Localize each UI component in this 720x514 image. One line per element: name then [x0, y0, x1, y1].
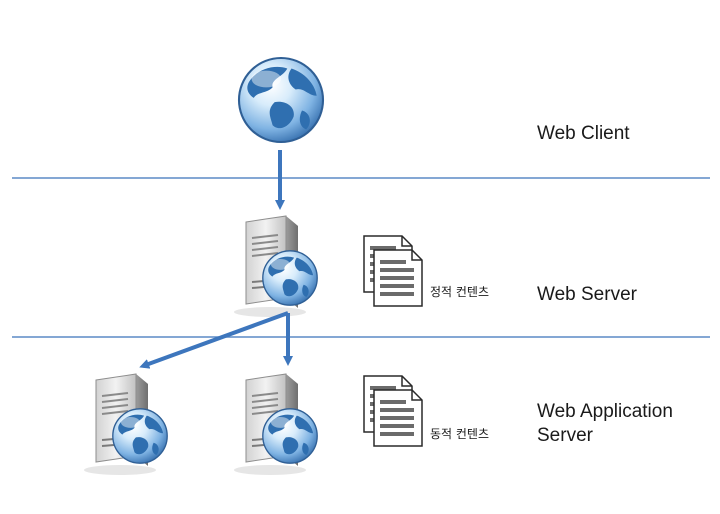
- tier-label-app-line1: Web Application: [537, 401, 673, 422]
- web-client-globe-icon: [237, 56, 325, 144]
- static-content-label: 정적 컨텐츠: [430, 285, 490, 299]
- tier-label-web-application-server: Web Application Server: [537, 400, 673, 448]
- static-content-documents-icon: [363, 235, 423, 307]
- arrow-webserver-to-app-left: [139, 311, 289, 369]
- tier-label-web-client: Web Client: [537, 123, 630, 144]
- dynamic-content-label: 동적 컨텐츠: [430, 427, 490, 441]
- tier-label-app-line2: Server: [537, 425, 593, 446]
- web-server-icon: [234, 216, 317, 317]
- tier-label-web-server: Web Server: [537, 284, 637, 305]
- app-server-left-icon: [84, 374, 167, 475]
- app-server-right-icon: [234, 374, 317, 475]
- dynamic-content-documents-icon: [363, 375, 423, 447]
